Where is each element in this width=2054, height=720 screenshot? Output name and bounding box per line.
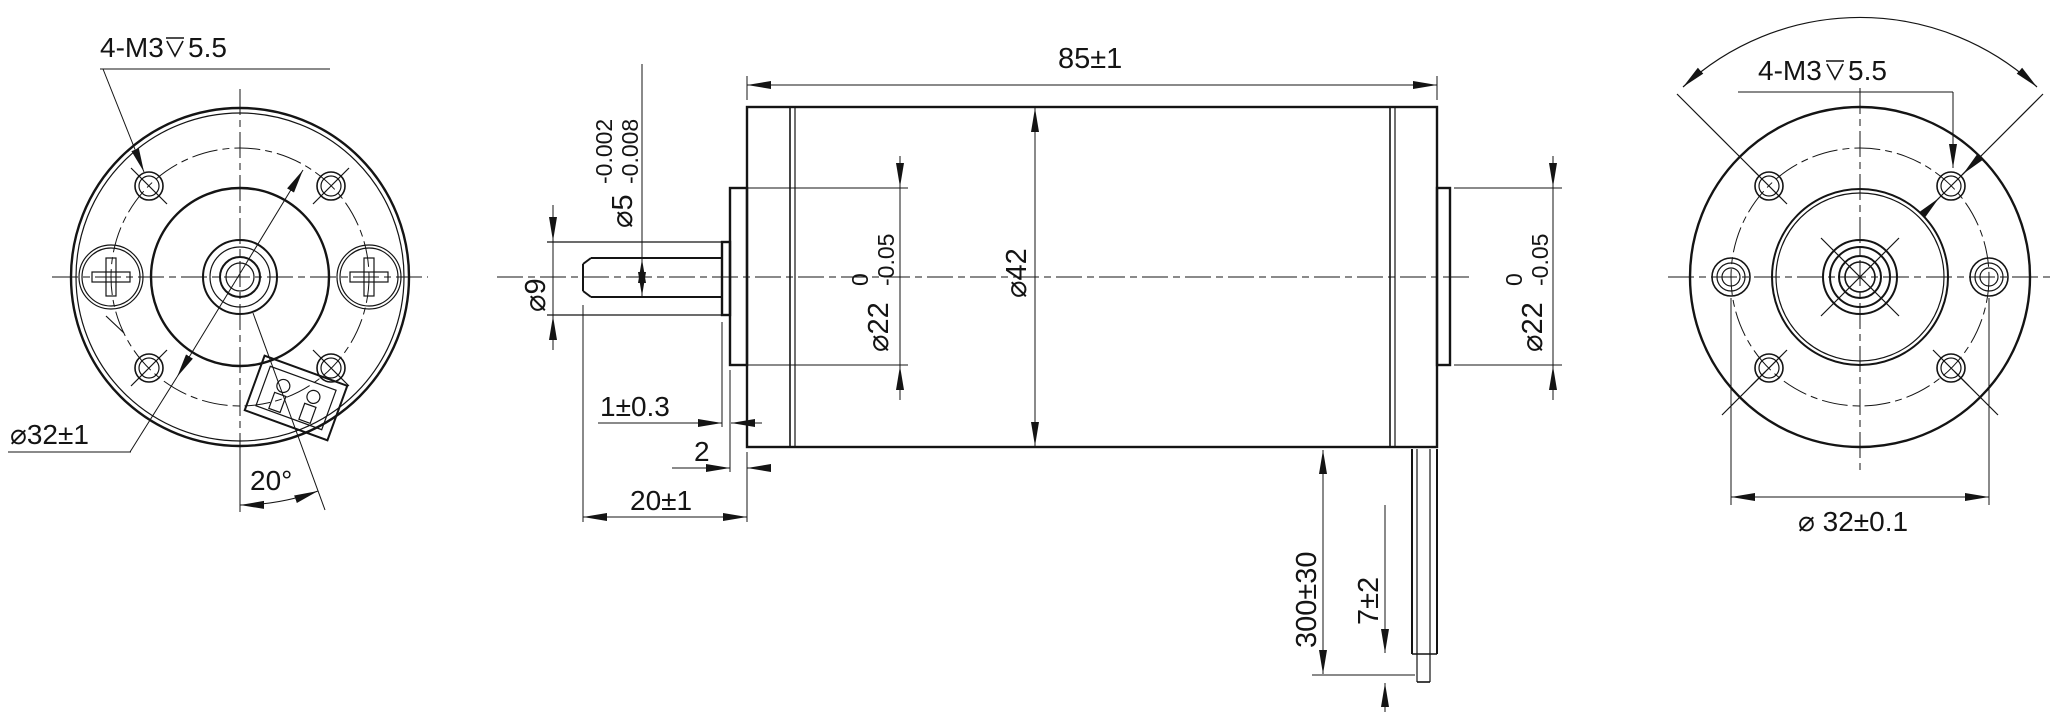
shaft-length-dimension: 20±1 (582, 305, 747, 522)
front-bolt-circle-label: ⌀32±1 (10, 419, 89, 450)
front-mounting-holes (130, 167, 350, 387)
rear-boss-tol-top: 0 (1501, 273, 1527, 286)
front-boss-dia-dimension: ⌀22 0 -0.05 (734, 156, 908, 400)
rear-bolt-circle (1730, 147, 1990, 407)
boss-step-label: 1±0.3 (600, 391, 670, 422)
front-view: 20° 4-M3 5.5 ⌀32±1 (8, 32, 428, 512)
collar-dia-dimension: ⌀9 (520, 205, 722, 350)
body-length-label: 85±1 (1058, 43, 1122, 75)
pilot-length-label: 2 (694, 436, 710, 467)
cable (1411, 449, 1438, 683)
front-body-outline (69, 106, 411, 448)
rear-shaft-hub (1820, 237, 1900, 317)
angle-dimension-arc (239, 490, 319, 509)
collar-dia-label: ⌀9 (520, 278, 552, 312)
rear-bolt-circle-label: ⌀ 32±0.1 (1798, 506, 1908, 537)
rear-body-outline (1688, 105, 2032, 449)
shaft-outline (582, 257, 722, 298)
front-thread-callout: 4-M3 5.5 (100, 32, 330, 173)
front-thread-callout-label: 4-M3 (100, 32, 164, 63)
rear-boss-circle (1771, 188, 1949, 366)
rear-side-holes (1711, 257, 2009, 297)
front-connector (243, 354, 349, 442)
rear-boss-dia-dimension: ⌀22 0 -0.05 (1454, 156, 1562, 400)
rear-view: 4-M3 5.5 ⌀ 32±0.1 (1668, 16, 2052, 537)
front-boss-dia-label: ⌀22 (863, 302, 895, 352)
rear-pilot-boss (1435, 186, 1452, 367)
connector-angle-label: 20° (250, 465, 292, 496)
shaft-length-label: 20±1 (630, 485, 692, 516)
front-boss-tol-top: 0 (847, 273, 873, 286)
rear-thread-callout: 4-M3 5.5 (1738, 55, 1983, 218)
side-view: 85±1 ⌀5 -0.002 -0.008 ⌀9 (497, 43, 1562, 712)
shaft-dia-tol-bottom: -0.008 (617, 119, 643, 184)
rear-boss-tol-bottom: -0.05 (1527, 234, 1553, 286)
body-dia-label: ⌀42 (1001, 248, 1033, 298)
shaft-dia-tol-top: -0.002 (591, 119, 617, 184)
depth-symbol-icon (166, 37, 184, 58)
front-thread-depth-label: 5.5 (188, 32, 227, 63)
wire-strip-label: 7±2 (1353, 577, 1385, 625)
rear-thread-callout-label: 4-M3 (1758, 55, 1822, 86)
shaft-dia-dimension: ⌀5 -0.002 -0.008 (591, 64, 646, 296)
cable-length-dimension: 300±30 (1291, 450, 1415, 676)
shaft-dia-label: ⌀5 (607, 194, 639, 228)
rear-bolt-circle-dimension: ⌀ 32±0.1 (1730, 298, 1990, 537)
body-length-dimension: 85±1 (746, 43, 1438, 100)
front-boss-tol-bottom: -0.05 (873, 234, 899, 286)
rear-thread-depth-label: 5.5 (1848, 55, 1887, 86)
rear-callout-span-arc (1682, 16, 2038, 88)
front-bolt-circle-dimension: ⌀32±1 (8, 169, 304, 453)
cable-length-label: 300±30 (1291, 551, 1323, 648)
pilot-length-dimension: 2 (672, 436, 771, 522)
wire-strip-dimension: 7±2 (1353, 505, 1389, 712)
front-bearing-boss (720, 240, 732, 317)
body-dia-dimension: ⌀42 (1001, 108, 1039, 446)
depth-symbol-icon (1826, 60, 1844, 81)
boss-step-dimension: 1±0.3 (598, 322, 762, 472)
front-bolt-circle (110, 147, 370, 407)
front-screw-right (336, 244, 402, 310)
front-screw-left (78, 244, 144, 334)
rear-boss-dia-label: ⌀22 (1517, 302, 1549, 352)
